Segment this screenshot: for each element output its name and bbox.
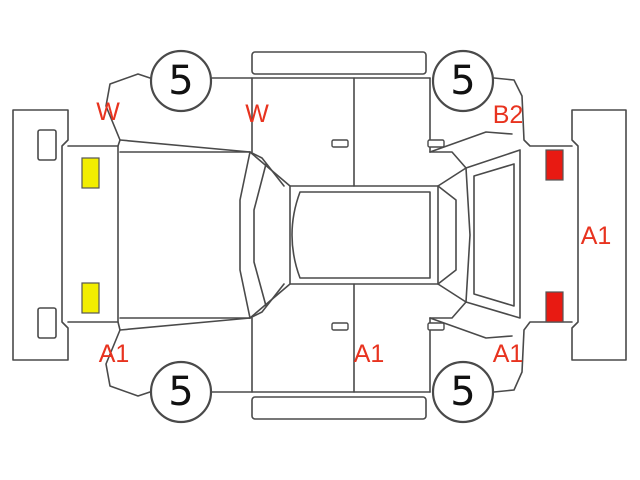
damage-code-front-left-corner: W xyxy=(96,98,120,126)
rear-right-taillamp xyxy=(545,291,564,323)
damage-code-top-front-door: W xyxy=(245,100,269,128)
damage-code-rear-bumper: A1 xyxy=(581,222,612,250)
damage-code-top-rear-quarter: B2 xyxy=(493,101,524,129)
wheel-top-right: 5 xyxy=(431,49,495,113)
vehicle-body xyxy=(67,73,573,397)
wheel-bottom-left: 5 xyxy=(149,360,213,424)
wheel-bottom-right: 5 xyxy=(431,360,495,424)
tire-score-bottom-right: 5 xyxy=(450,369,475,415)
tire-score-top-right: 5 xyxy=(450,58,475,104)
bottom-rear-door-handle xyxy=(427,322,445,331)
bottom-front-door-handle xyxy=(331,322,349,331)
front-left-headlamp xyxy=(81,157,100,189)
damage-code-bottom-rear-quarter: A1 xyxy=(493,340,524,368)
wheel-top-left: 5 xyxy=(149,49,213,113)
tire-score-bottom-left: 5 xyxy=(168,369,193,415)
damage-code-bottom-front-fender: A1 xyxy=(99,340,130,368)
damage-code-bottom-rear-door: A1 xyxy=(354,340,385,368)
front-bumper xyxy=(12,109,69,361)
bottom-roof-rail xyxy=(251,396,427,420)
top-roof-rail xyxy=(251,51,427,75)
tire-score-top-left: 5 xyxy=(168,58,193,104)
rear-bumper xyxy=(571,109,627,361)
rear-left-taillamp xyxy=(545,149,564,181)
front-right-headlamp xyxy=(81,282,100,314)
top-front-door-handle xyxy=(331,139,349,148)
top-rear-door-handle xyxy=(427,139,445,148)
